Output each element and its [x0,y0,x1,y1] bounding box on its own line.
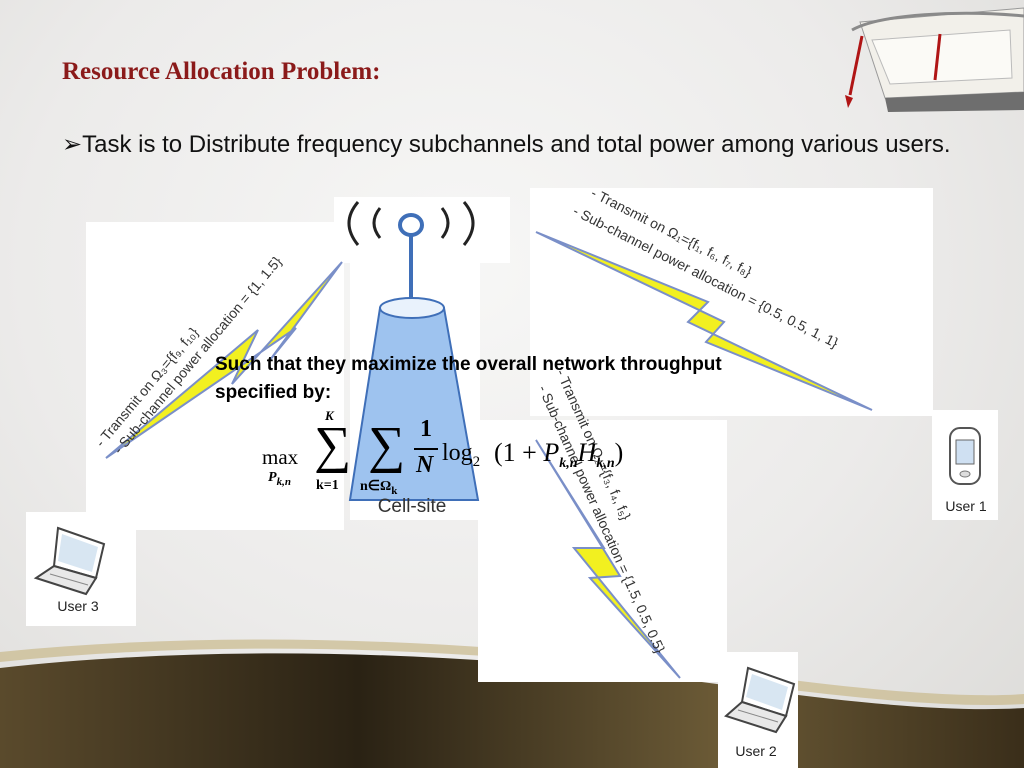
bullet-marker: ➢ [62,131,83,158]
formula-h-sub: k,n [596,456,615,472]
laptop-icon [33,526,106,596]
laptop-icon [724,666,796,734]
user3-label: User 3 [57,598,98,614]
user2-label: User 2 [735,743,776,759]
formula-log-text: log [442,440,473,466]
formula-sum2-sigma: ∑ [368,417,406,474]
formula-max-sub-p: P [268,470,277,485]
formula-frac-num: 1 [420,416,432,442]
formula-one-plus: 1 + [502,438,544,467]
diagram-panel-right [530,188,933,416]
mobile-phone-icon [949,427,981,485]
cell-site-label: Cell-site [378,496,447,517]
formula-log-base: 2 [472,453,481,470]
formula-max-sub: Pk,n [268,470,291,488]
formula-h: H [577,438,597,467]
formula-sum1-bottom: k=1 [316,478,339,493]
formula-argument: (1 + Pk,nHk,n) [494,438,623,472]
formula-sum2-n: n∈Ω [360,479,392,494]
user1-label: User 1 [945,498,986,514]
formula-paren-open: ( [494,438,503,467]
formula-max: max [262,445,299,469]
formula-max-sub-kn: k,n [276,475,291,488]
formula-p: P [543,438,560,467]
throughput-formula: max Pk,n K ∑ k=1 ∑ n∈Ωk 1 N log2 (1 + Pk… [262,408,682,497]
formula-paren-close: ) [614,438,624,467]
formula-frac-den: N [416,452,434,478]
slide-title: Resource Allocation Problem: [62,58,381,85]
formula-sum2-sub: k [391,484,398,497]
throughput-callout: Such that they maximize the overall netw… [215,354,722,403]
cell-tower-icon [348,213,480,501]
bullet-task: ➢Task is to Distribute frequency subchan… [62,128,962,162]
formula-frac-bar [414,448,438,450]
formula-log: log2 [442,440,480,471]
formula-sum2-bottom: n∈Ωk [360,478,397,497]
formula-p-sub: k,n [559,456,578,472]
radio-waves-icon [347,201,475,246]
formula-sum1-top: K [325,408,334,423]
bullet-text: Task is to Distribute frequency subchann… [82,131,951,158]
formula-sum1-sigma: ∑ [314,417,352,474]
